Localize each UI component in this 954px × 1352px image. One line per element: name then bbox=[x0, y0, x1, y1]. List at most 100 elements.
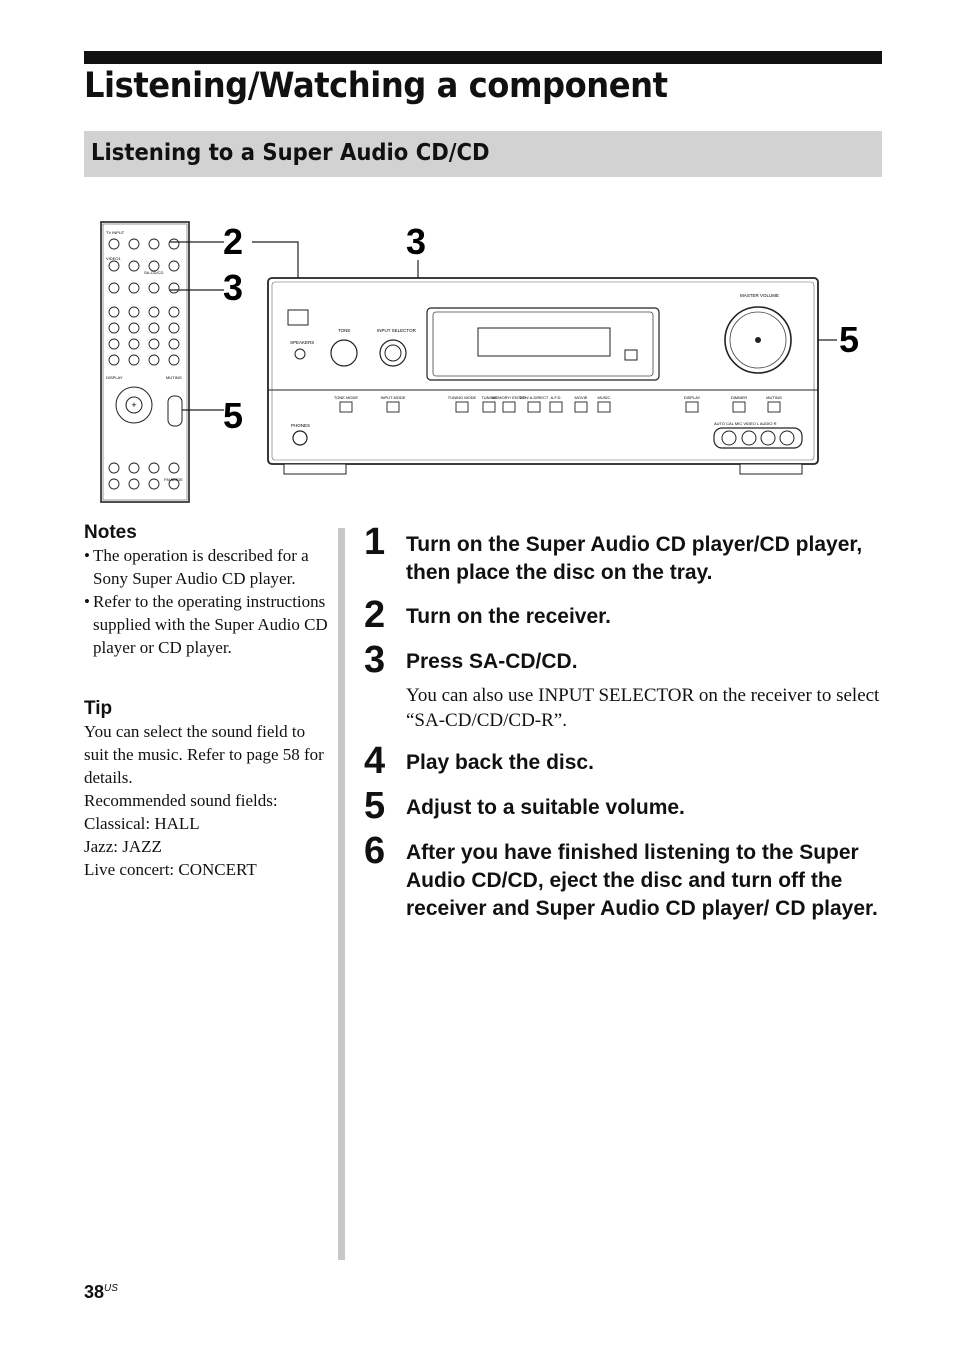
column-divider bbox=[338, 528, 345, 1260]
step-text: Turn on the receiver. bbox=[406, 605, 612, 628]
tip-text: Live concert: CONCERT bbox=[84, 860, 257, 879]
front-panel-label: MUTING bbox=[766, 395, 782, 400]
tip-heading: Tip bbox=[84, 698, 113, 719]
remote-button bbox=[168, 354, 180, 366]
label-jacks: AUTO CAL MIC VIDEO L AUDIO R bbox=[714, 421, 777, 426]
tip-text: Recommended sound fields: bbox=[84, 791, 278, 810]
step-number: 5 bbox=[364, 785, 386, 827]
remote-button bbox=[128, 478, 140, 490]
step-number: 6 bbox=[364, 830, 386, 872]
front-panel-button bbox=[574, 401, 588, 413]
remote-button bbox=[148, 238, 160, 250]
front-panel-label: 2CH/ A.DIRECT bbox=[520, 395, 549, 400]
remote-label-display: DISPLAY bbox=[106, 375, 123, 380]
front-panel-button bbox=[386, 401, 400, 413]
step-text: After you have finished listening to the… bbox=[406, 841, 878, 920]
remote-button bbox=[148, 478, 160, 490]
front-panel-label: MUSIC bbox=[598, 395, 611, 400]
step-text: Adjust to a suitable volume. bbox=[406, 796, 685, 819]
callout-5-receiver: 5 bbox=[839, 319, 859, 360]
callout-3-receiver: 3 bbox=[406, 221, 426, 262]
section-title: Listening to a Super Audio CD/CD bbox=[91, 140, 490, 166]
front-panel-label: TUNING MODE bbox=[448, 395, 477, 400]
front-panel-button bbox=[455, 401, 469, 413]
remote-button bbox=[108, 238, 120, 250]
remote-button bbox=[168, 462, 180, 474]
front-panel-button bbox=[597, 401, 611, 413]
remote-button bbox=[128, 338, 140, 350]
callout-3: 3 bbox=[223, 267, 243, 308]
label-tone: TONE bbox=[338, 328, 350, 333]
remote-button bbox=[108, 354, 120, 366]
notes-block: Notes The operation is described for a S… bbox=[84, 521, 328, 659]
callout-2: 2 bbox=[223, 221, 243, 262]
callout-5: 5 bbox=[223, 395, 243, 436]
remote-button bbox=[108, 322, 120, 334]
remote-button bbox=[168, 478, 180, 490]
front-panel-label: INPUT MODE bbox=[380, 395, 405, 400]
remote-button bbox=[168, 306, 180, 318]
remote-button bbox=[148, 354, 160, 366]
remote-button bbox=[128, 462, 140, 474]
title-rule bbox=[84, 51, 882, 64]
step-number: 4 bbox=[364, 740, 386, 782]
front-panel-label: TUNING bbox=[481, 395, 496, 400]
remote-button bbox=[168, 322, 180, 334]
step-text: Turn on the Super Audio CD player/CD pla… bbox=[406, 533, 863, 584]
remote-button bbox=[128, 306, 140, 318]
step-number: 3 bbox=[364, 639, 386, 681]
remote-button bbox=[108, 462, 120, 474]
tip-text: Classical: HALL bbox=[84, 814, 200, 833]
page-title: Listening/Watching a component bbox=[84, 66, 668, 106]
remote-button bbox=[108, 282, 120, 294]
remote-button bbox=[128, 238, 140, 250]
remote-button bbox=[128, 282, 140, 294]
remote-button bbox=[128, 354, 140, 366]
note-item: The operation is described for a Sony Su… bbox=[84, 544, 328, 590]
label-master-volume: MASTER VOLUME bbox=[740, 293, 779, 298]
receiver: MASTER VOLUME TONE INPUT SELECTOR SPEAKE… bbox=[267, 277, 819, 475]
front-panel-button bbox=[732, 401, 746, 413]
label-input-selector: INPUT SELECTOR bbox=[377, 328, 417, 333]
remote-button bbox=[148, 282, 160, 294]
remote-label-tv-input: TV INPUT bbox=[106, 230, 125, 235]
label-speakers: SPEAKERS bbox=[290, 340, 314, 345]
remote-button bbox=[148, 338, 160, 350]
svg-text:+: + bbox=[131, 400, 136, 410]
remote-control: + TV INPUT VIDEO1 SA-CD/CD DISPLAY MUTIN… bbox=[100, 221, 190, 503]
remote-button bbox=[148, 322, 160, 334]
remote-button bbox=[168, 238, 180, 250]
remote-button bbox=[148, 306, 160, 318]
remote-button bbox=[128, 322, 140, 334]
step-text: Play back the disc. bbox=[406, 751, 594, 774]
front-panel-button bbox=[685, 401, 699, 413]
section-header: Listening to a Super Audio CD/CD bbox=[84, 131, 882, 177]
front-panel-button bbox=[549, 401, 563, 413]
notes-heading: Notes bbox=[84, 522, 137, 543]
remote-label-video1: VIDEO1 bbox=[106, 256, 121, 261]
front-panel-label: MOVIE bbox=[575, 395, 588, 400]
illustration: + TV INPUT VIDEO1 SA-CD/CD DISPLAY MUTIN… bbox=[100, 221, 859, 503]
remote-button bbox=[148, 260, 160, 272]
remote-button bbox=[168, 282, 180, 294]
page-number: 38US bbox=[84, 1282, 118, 1302]
tip-block: Tip You can select the sound field to su… bbox=[84, 697, 328, 881]
tip-text: You can select the sound field to suit t… bbox=[84, 722, 324, 787]
tip-text: Jazz: JAZZ bbox=[84, 837, 162, 856]
front-panel-label: DISPLAY bbox=[684, 395, 701, 400]
remote-button bbox=[108, 306, 120, 318]
step-text: Press SA-CD/CD. bbox=[406, 650, 578, 673]
front-panel-button bbox=[482, 401, 496, 413]
note-item: Refer to the operating instructions supp… bbox=[84, 590, 328, 659]
front-panel-button bbox=[767, 401, 781, 413]
remote-label-fm-mode: FM MODE bbox=[164, 477, 183, 482]
front-panel-label: MEMORY/ ENTER bbox=[492, 395, 526, 400]
remote-button bbox=[168, 338, 180, 350]
remote-button bbox=[128, 260, 140, 272]
step-number: 1 bbox=[364, 521, 386, 563]
remote-button bbox=[168, 260, 180, 272]
remote-button bbox=[148, 462, 160, 474]
remote-button bbox=[108, 338, 120, 350]
remote-label-muting: MUTING bbox=[166, 375, 182, 380]
front-panel-label: TONE MODE bbox=[334, 395, 358, 400]
